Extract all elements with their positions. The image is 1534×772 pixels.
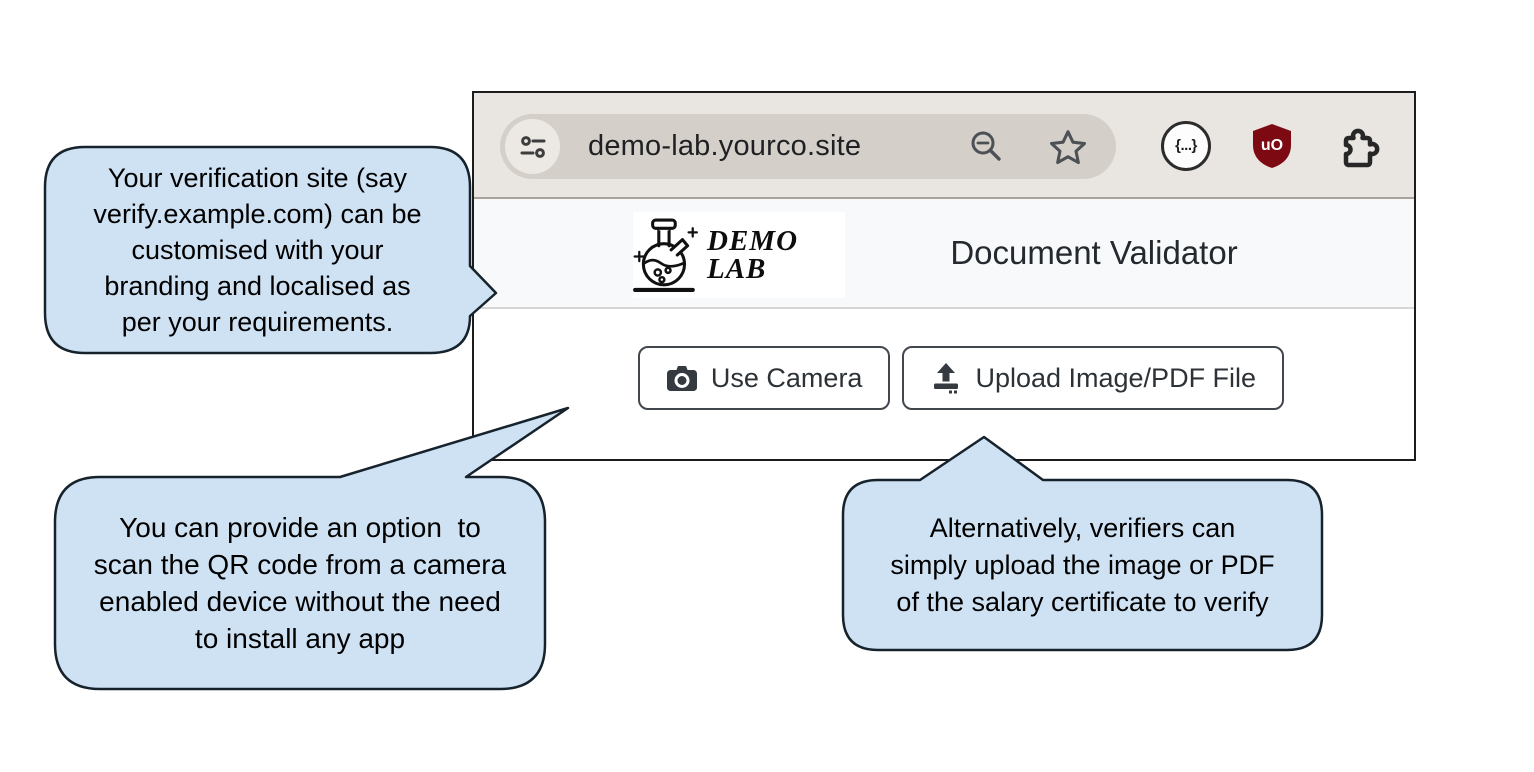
callout-bottom-left-text: You can provide an option to scan the QR…	[55, 477, 545, 689]
callout-bottom-right-text: Alternatively, verifiers can simply uplo…	[843, 480, 1322, 650]
upload-file-label: Upload Image/PDF File	[975, 362, 1257, 393]
callout-line: of the salary certificate to verify	[896, 586, 1269, 617]
callout-line: customised with your	[131, 235, 384, 265]
site-settings-button[interactable]	[505, 119, 560, 174]
site-header: DEMO LAB Document Validator	[474, 199, 1414, 309]
callout-top-left-text: Your verification site (say verify.examp…	[45, 147, 470, 353]
use-camera-button[interactable]: Use Camera	[637, 346, 891, 410]
callout-line: enabled device without the need	[99, 586, 501, 617]
puzzle-icon	[1343, 128, 1380, 168]
tune-icon	[520, 135, 545, 158]
upload-icon	[934, 362, 959, 393]
url-input[interactable]: demo-lab.yourco.site	[588, 130, 862, 162]
json-extension-button[interactable]: {...}	[1161, 121, 1211, 171]
upload-file-button[interactable]: Upload Image/PDF File	[902, 346, 1285, 410]
extensions-puzzle-button[interactable]	[1335, 123, 1383, 171]
demo-lab-logo: DEMO LAB	[633, 212, 845, 298]
ublock-extension-button[interactable]: uO	[1249, 122, 1295, 170]
callout-line: branding and localised as	[104, 271, 411, 301]
main-content: Use Camera Upload Image/PDF File	[474, 309, 1414, 457]
callout-line: simply upload the image or PDF	[890, 549, 1275, 580]
callout-line: Your verification site (say	[107, 163, 408, 193]
callout-line: per your requirements.	[121, 307, 394, 337]
ublock-shield-icon: uO	[1253, 124, 1291, 168]
callout-line: You can provide an option to	[119, 512, 481, 543]
bookmark-star-icon[interactable]	[1048, 128, 1088, 166]
ublock-badge-text: uO	[1261, 137, 1283, 154]
browser-toolbar: demo-lab.yourco.site {...}	[474, 93, 1414, 199]
logo-line-1: DEMO	[707, 225, 799, 257]
browser-window: demo-lab.yourco.site {...}	[472, 91, 1416, 461]
callout-line: Alternatively, verifiers can	[929, 512, 1236, 543]
logo-wordmark: DEMO LAB	[707, 225, 799, 285]
logo-line-2: LAB	[707, 253, 767, 285]
callout-line: to install any app	[194, 623, 406, 654]
address-bar[interactable]: demo-lab.yourco.site	[500, 114, 1116, 179]
action-button-row: Use Camera Upload Image/PDF File	[474, 346, 1414, 410]
use-camera-label: Use Camera	[710, 362, 863, 393]
callout-line: verify.example.com) can be	[93, 199, 422, 229]
zoom-out-icon[interactable]	[968, 128, 1006, 166]
flask-icon	[633, 218, 698, 292]
page-title: Document Validator	[950, 234, 1238, 271]
camera-icon	[666, 366, 697, 391]
callout-line: scan the QR code from a camera	[93, 549, 507, 580]
